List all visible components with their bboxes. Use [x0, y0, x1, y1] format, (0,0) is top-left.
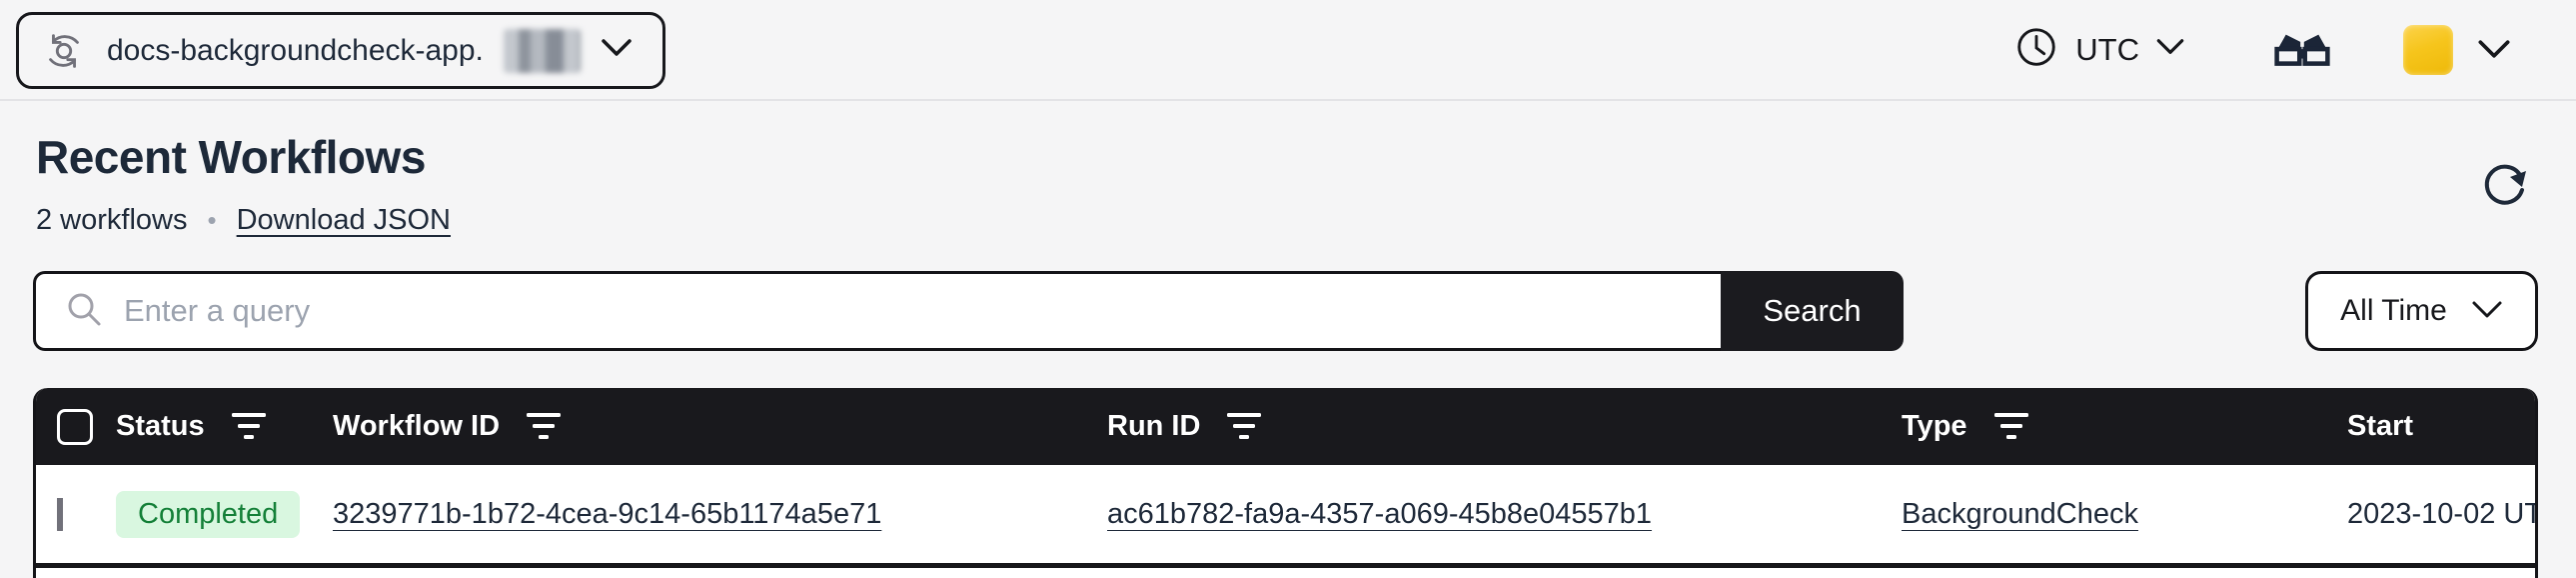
workflow-count: 2 workflows	[36, 204, 188, 236]
refresh-button[interactable]	[2478, 158, 2532, 212]
namespace-redacted-text	[503, 28, 581, 73]
time-range-label: All Time	[2340, 294, 2447, 327]
query-input-box[interactable]	[33, 271, 1721, 351]
user-avatar[interactable]	[2403, 24, 2453, 75]
namespace-label: docs-backgroundcheck-app.	[107, 33, 484, 67]
column-header-run-id: Run ID	[1107, 410, 1201, 442]
chevron-down-icon	[2471, 294, 2503, 328]
filter-icon[interactable]	[231, 413, 267, 440]
column-header-status: Status	[116, 410, 205, 442]
namespace-cycle-icon	[41, 28, 87, 74]
time-range-filter[interactable]: All Time	[2305, 271, 2538, 351]
query-input[interactable]	[124, 293, 1697, 329]
namespace-selector[interactable]: docs-backgroundcheck-app.	[16, 12, 665, 89]
clock-icon	[2013, 24, 2059, 75]
filter-icon[interactable]	[526, 413, 562, 440]
select-all-checkbox[interactable]	[57, 408, 93, 445]
row-checkbox[interactable]	[57, 497, 63, 531]
timezone-selector[interactable]: UTC	[2013, 24, 2185, 75]
labs-glasses-icon[interactable]	[2273, 30, 2331, 70]
run-id-link[interactable]: ac61b782-fa9a-4357-a069-45b8e04557b1	[1107, 497, 1653, 530]
refresh-icon	[2484, 164, 2526, 205]
workflows-table: Status Workflow ID	[33, 388, 2538, 578]
workflow-type-link[interactable]: BackgroundCheck	[1902, 497, 2138, 530]
chevron-down-icon	[2155, 38, 2185, 61]
timezone-label: UTC	[2075, 31, 2139, 67]
search-button[interactable]: Search	[1721, 271, 1904, 351]
search-icon	[64, 289, 104, 334]
column-header-type: Type	[1902, 410, 1967, 442]
column-header-start: Start	[2347, 410, 2414, 442]
filter-icon[interactable]	[1226, 413, 1262, 440]
workflow-id-link[interactable]: 3239771b-1b72-4cea-9c14-65b1174a5e71	[333, 497, 882, 530]
query-search-bar: Search	[33, 271, 1904, 351]
download-json-link[interactable]: Download JSON	[236, 204, 451, 236]
table-row-partial	[36, 568, 2535, 578]
start-time: 2023-10-02 UTC	[2347, 497, 2535, 530]
account-menu-chevron-icon[interactable]	[2477, 39, 2511, 60]
chevron-down-icon	[601, 38, 633, 63]
filter-icon[interactable]	[1993, 413, 2029, 440]
page-title: Recent Workflows	[36, 131, 426, 183]
status-badge: Completed	[116, 490, 301, 538]
workflow-meta-row: 2 workflows • Download JSON	[36, 204, 451, 237]
table-row[interactable]: Completed 3239771b-1b72-4cea-9c14-65b117…	[36, 465, 2535, 568]
top-bar: docs-backgroundcheck-app. UTC	[0, 0, 2576, 101]
dot-separator: •	[207, 205, 217, 235]
column-header-workflow-id: Workflow ID	[333, 410, 501, 442]
topbar-right-cluster: UTC	[2013, 0, 2511, 99]
table-header-row: Status Workflow ID	[36, 388, 2535, 465]
